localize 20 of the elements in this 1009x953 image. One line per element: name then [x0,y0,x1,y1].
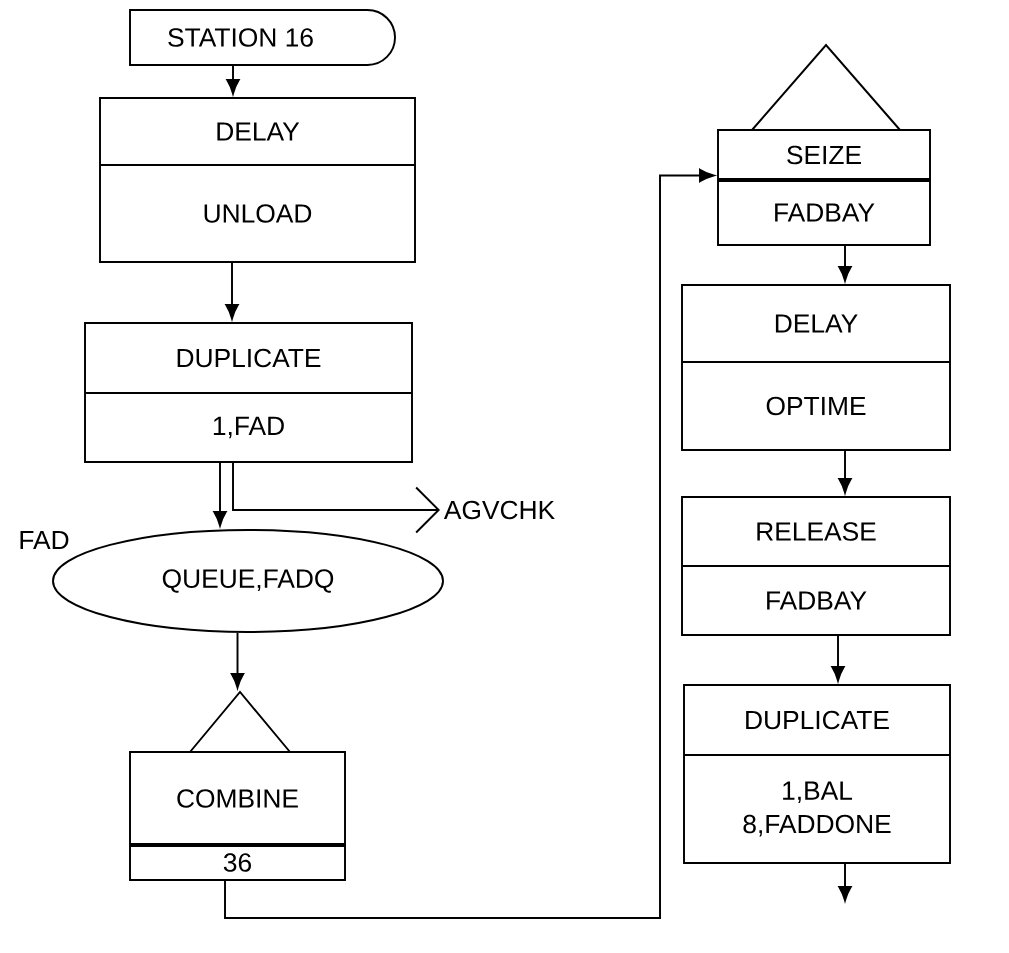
arrow [224,168,715,919]
block-box: SEIZE FADBAY [717,43,931,246]
block-box: DUPLICATE 1,FAD [84,322,413,463]
station-block: STATION 16 [129,9,396,66]
block-box: RELEASE FADBAY [681,496,951,636]
label-text: AGVCHK [443,500,555,520]
arrow [225,262,239,320]
arrow [838,450,852,494]
arrow [226,64,240,95]
block-box: DUPLICATE 1,BAL 8,FADDONE [683,684,951,864]
arrow [232,462,440,534]
block-box: COMBINE 36 [129,690,346,881]
arrow [213,462,227,527]
arrow [838,245,852,282]
arrow [831,635,845,682]
arrow [230,632,245,689]
block-box: DELAY OPTIME [681,284,951,451]
beside-label: FAD [20,530,69,550]
arrow [838,863,852,902]
block-box: DELAY UNLOAD [99,97,416,263]
